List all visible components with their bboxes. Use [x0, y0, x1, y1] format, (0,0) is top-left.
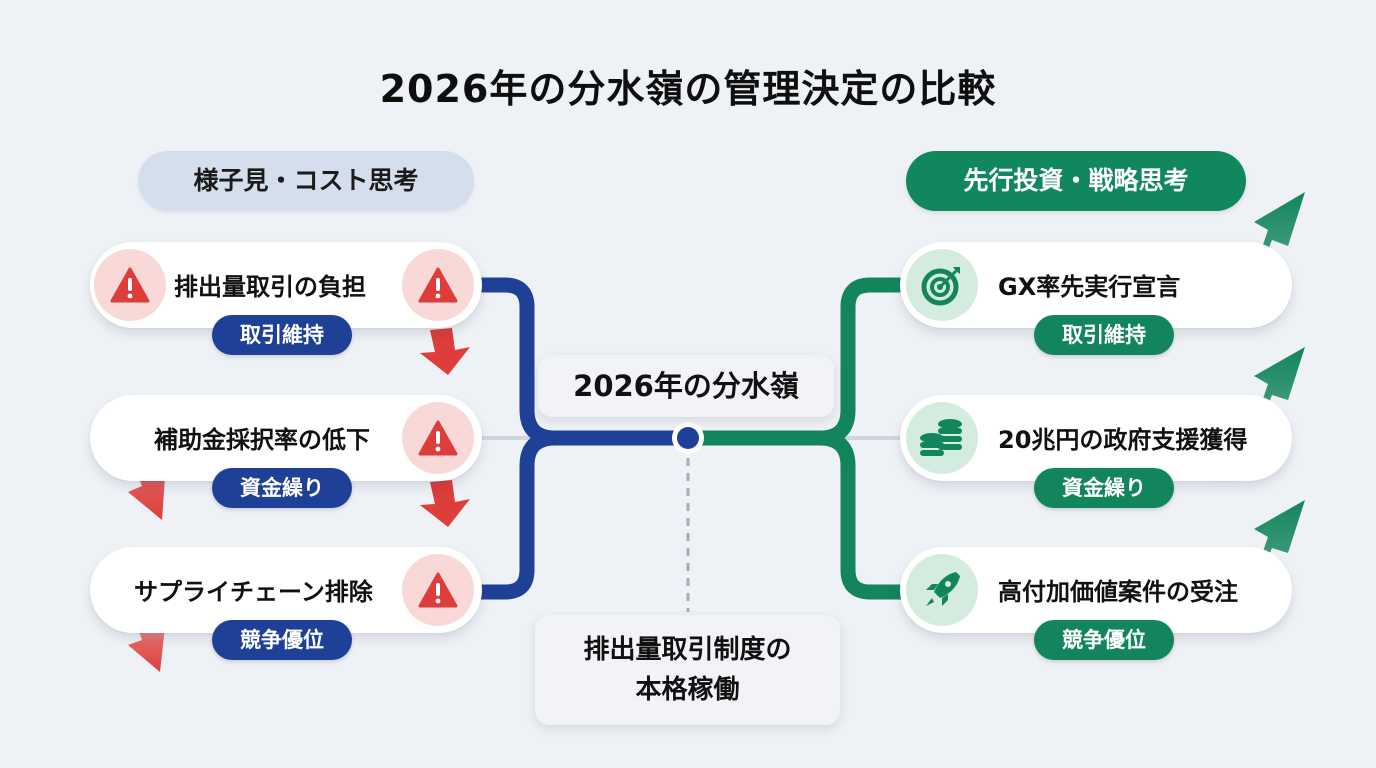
warning-icon: [402, 554, 474, 626]
right-column-header: 先行投資・戦略思考: [906, 151, 1246, 211]
warning-icon: [402, 402, 474, 474]
coins-icon: [906, 402, 978, 474]
left-item-card: サプライチェーン排除 競争優位: [90, 547, 482, 660]
trigger-event-line2: 本格稼働: [635, 675, 740, 705]
left-column-header: 様子見・コスト思考: [138, 151, 474, 211]
left-item-tag: 取引維持: [212, 315, 352, 355]
trigger-event-box: 排出量取引制度の 本格稼働: [535, 615, 840, 725]
target-icon: [906, 249, 978, 321]
page-title: 2026年の分水嶺の管理決定の比較: [379, 67, 997, 111]
warning-icon: [94, 249, 166, 321]
right-item-card: 20兆円の政府支援獲得 資金繰り: [900, 395, 1292, 508]
left-item-label: サプライチェーン排除: [134, 578, 373, 606]
left-item-card: 排出量取引の負担 取引維持: [90, 242, 482, 355]
right-item-tag: 取引維持: [1034, 315, 1174, 355]
trigger-event-line1: 排出量取引制度の: [583, 635, 792, 665]
left-item-card: 補助金採択率の低下 資金繰り: [90, 395, 482, 508]
right-item-tag: 競争優位: [1034, 620, 1174, 660]
right-item-tag: 資金繰り: [1034, 468, 1174, 508]
left-item-label: 補助金採択率の低下: [154, 426, 370, 454]
center-label: 2026年の分水嶺: [538, 355, 834, 417]
right-item-card: 高付加価値案件の受注 競争優位: [900, 547, 1292, 660]
right-item-label: GX率先実行宣言: [998, 273, 1181, 301]
right-item-label: 20兆円の政府支援獲得: [998, 426, 1248, 454]
left-item-tag: 資金繰り: [212, 468, 352, 508]
warning-icon: [402, 249, 474, 321]
right-item-card: GX率先実行宣言 取引維持: [900, 242, 1292, 355]
right-item-label: 高付加価値案件の受注: [998, 578, 1238, 606]
left-item-tag: 競争優位: [212, 620, 352, 660]
left-item-label: 排出量取引の負担: [174, 273, 366, 301]
rocket-icon: [906, 554, 978, 626]
down-arrow-icon: [420, 328, 470, 527]
